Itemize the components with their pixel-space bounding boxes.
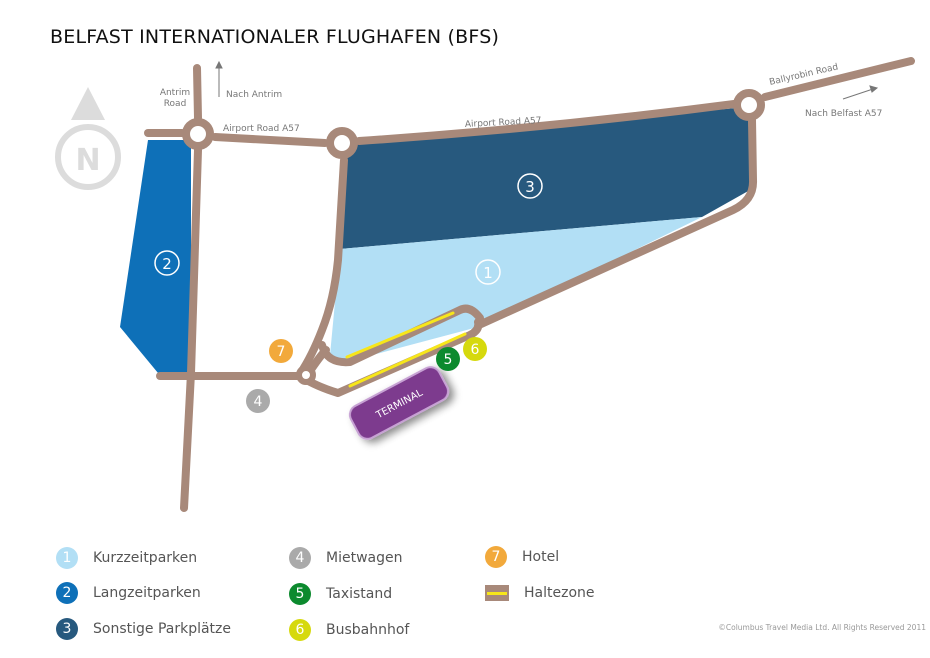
roundabout-ballyrobin xyxy=(733,89,765,121)
north-compass-icon: N xyxy=(55,87,121,190)
legend-item: Haltezone xyxy=(485,581,595,605)
halt-zone-lower xyxy=(348,332,467,388)
legend-badge-7: 7 xyxy=(485,546,507,568)
zone-1-label: 1 xyxy=(483,264,493,282)
legend-badge-5: 5 xyxy=(289,583,311,605)
legend-label: Haltezone xyxy=(524,585,595,601)
marker-7-label: 7 xyxy=(277,344,286,360)
marker-4-label: 4 xyxy=(254,394,263,410)
zone-2-long-term-parking xyxy=(120,140,191,373)
antrim-road xyxy=(193,64,202,122)
airport-road-left-label: Airport Road A57 xyxy=(223,124,300,134)
ballyrobin-road xyxy=(761,57,915,101)
nach-belfast-label: Nach Belfast A57 xyxy=(805,109,882,119)
compass-letter: N xyxy=(75,143,100,178)
roundabouts xyxy=(182,89,765,385)
legend-label: Langzeitparken xyxy=(93,585,201,601)
halt-zones xyxy=(345,311,467,388)
legend-item: 5 Taxistand xyxy=(289,582,392,606)
legend-item: 4 Mietwagen xyxy=(289,546,402,570)
east-loop-road xyxy=(475,116,758,329)
legend-badge-2: 2 xyxy=(56,582,78,604)
legend-label: Hotel xyxy=(522,549,560,565)
airport-road-a57-mid xyxy=(211,133,329,147)
zone-2-label: 2 xyxy=(162,255,172,273)
legend-label: Sonstige Parkplätze xyxy=(93,621,232,637)
direction-arrows xyxy=(215,60,879,100)
roundabout-terminal xyxy=(296,365,316,385)
legend-badge-3: 3 xyxy=(56,618,78,640)
legend-badge-1: 1 xyxy=(56,547,78,569)
legend-label: Mietwagen xyxy=(326,550,403,566)
legend-item: 2 Langzeitparken xyxy=(56,581,201,605)
zone-3-other-parking xyxy=(340,107,750,249)
legend-item: 1 Kurzzeitparken xyxy=(56,546,197,570)
legend-item: 6 Busbahnhof xyxy=(289,618,409,642)
map-title: BELFAST INTERNATIONALER FLUGHAFEN (BFS) xyxy=(50,26,500,48)
road-network xyxy=(144,57,915,512)
legend-badge-4: 4 xyxy=(289,547,311,569)
airport-road-right-label: Airport Road A57 xyxy=(465,116,542,130)
marker-6-label: 6 xyxy=(471,342,480,358)
copyright-notice: ©Columbus Travel Media Ltd. All Rights R… xyxy=(718,623,926,632)
marker-5-taxi xyxy=(436,347,460,371)
roundabout-antrim xyxy=(182,118,214,150)
antrim-road-label-line1: Antrim xyxy=(160,88,190,98)
marker-7-hotel xyxy=(269,339,293,363)
marker-5-label: 5 xyxy=(444,352,453,368)
arrow-nach-belfast-icon xyxy=(842,88,874,100)
halt-zone-upper xyxy=(345,311,455,359)
airport-road-a57-east xyxy=(355,100,738,145)
nach-antrim-label: Nach Antrim xyxy=(226,90,282,100)
legend-label: Kurzzeitparken xyxy=(93,550,198,566)
halt-zone-swatch-icon xyxy=(485,585,509,601)
legend-item: 3 Sonstige Parkplätze xyxy=(56,617,231,641)
legend-label: Taxistand xyxy=(326,586,393,602)
marker-4-rental-cars xyxy=(246,389,270,413)
antrim-road-label-line2: Road xyxy=(164,99,187,109)
terminal-building: TERMINAL xyxy=(348,366,450,440)
legend-item: 7 Hotel xyxy=(485,545,559,569)
legend-label: Busbahnhof xyxy=(326,622,410,638)
legend-badge-6: 6 xyxy=(289,619,311,641)
zone-label-rings xyxy=(154,173,543,285)
north-south-road xyxy=(296,156,348,378)
roundabout-mid xyxy=(326,127,358,159)
marker-6-bus xyxy=(463,337,487,361)
zone-3-label: 3 xyxy=(525,178,535,196)
